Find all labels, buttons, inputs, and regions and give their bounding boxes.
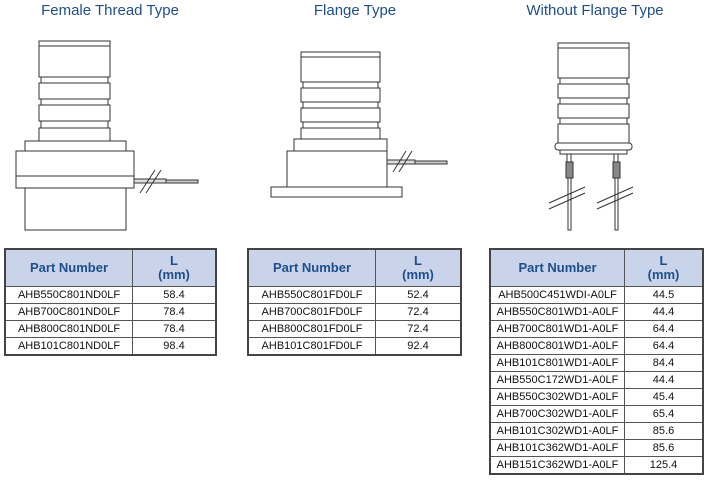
header-length: L(mm) <box>132 248 217 287</box>
part-number-cell: AHB800C801FD0LF <box>247 320 376 338</box>
length-cell: 52.4 <box>375 286 462 304</box>
title-without-flange: Without Flange Type <box>526 2 664 19</box>
part-number-cell: AHB550C801ND0LF <box>4 286 133 304</box>
device-drawings <box>15 40 634 231</box>
length-cell: 98.4 <box>132 337 217 356</box>
part-number-cell: AHB550C801WD1-A0LF <box>489 303 625 321</box>
length-cell: 85.6 <box>624 422 704 440</box>
part-number-cell: AHB101C302WD1-A0LF <box>489 422 625 440</box>
length-cell: 72.4 <box>375 303 462 321</box>
length-cell: 58.4 <box>132 286 217 304</box>
part-number-cell: AHB101C801WD1-A0LF <box>489 354 625 372</box>
part-number-cell: AHB151C362WD1-A0LF <box>489 456 625 475</box>
length-cell: 85.6 <box>624 439 704 457</box>
length-cell: 64.4 <box>624 337 704 355</box>
length-cell: 44.5 <box>624 286 704 304</box>
length-cell: 84.4 <box>624 354 704 372</box>
length-cell: 78.4 <box>132 320 217 338</box>
header-length: L(mm) <box>624 248 704 287</box>
header-length: L(mm) <box>375 248 462 287</box>
title-female-thread: Female Thread Type <box>41 2 179 19</box>
length-cell: 92.4 <box>375 337 462 356</box>
part-number-cell: AHB800C801ND0LF <box>4 320 133 338</box>
length-cell: 44.4 <box>624 303 704 321</box>
header-part-number: Part Number <box>4 248 133 287</box>
part-number-cell: AHB700C801FD0LF <box>247 303 376 321</box>
part-number-cell: AHB700C801ND0LF <box>4 303 133 321</box>
part-number-cell: AHB500C451WDI-A0LF <box>489 286 625 304</box>
length-cell: 64.4 <box>624 320 704 338</box>
part-number-cell: AHB101C801ND0LF <box>4 337 133 356</box>
title-flange: Flange Type <box>313 2 397 19</box>
flange-drawing <box>270 51 448 198</box>
length-cell: 78.4 <box>132 303 217 321</box>
length-cell: 125.4 <box>624 456 704 475</box>
part-number-cell: AHB700C801WD1-A0LF <box>489 320 625 338</box>
length-cell: 65.4 <box>624 405 704 423</box>
without-flange-drawing <box>548 42 634 231</box>
part-number-cell: AHB800C801WD1-A0LF <box>489 337 625 355</box>
part-number-cell: AHB700C302WD1-A0LF <box>489 405 625 423</box>
female-thread-drawing <box>15 40 199 231</box>
part-number-cell: AHB550C302WD1-A0LF <box>489 388 625 406</box>
part-number-cell: AHB101C362WD1-A0LF <box>489 439 625 457</box>
length-cell: 72.4 <box>375 320 462 338</box>
part-number-cell: AHB101C801FD0LF <box>247 337 376 356</box>
length-cell: 44.4 <box>624 371 704 389</box>
part-number-cell: AHB550C172WD1-A0LF <box>489 371 625 389</box>
length-cell: 45.4 <box>624 388 704 406</box>
header-part-number: Part Number <box>489 248 625 287</box>
part-number-cell: AHB550C801FD0LF <box>247 286 376 304</box>
header-part-number: Part Number <box>247 248 376 287</box>
